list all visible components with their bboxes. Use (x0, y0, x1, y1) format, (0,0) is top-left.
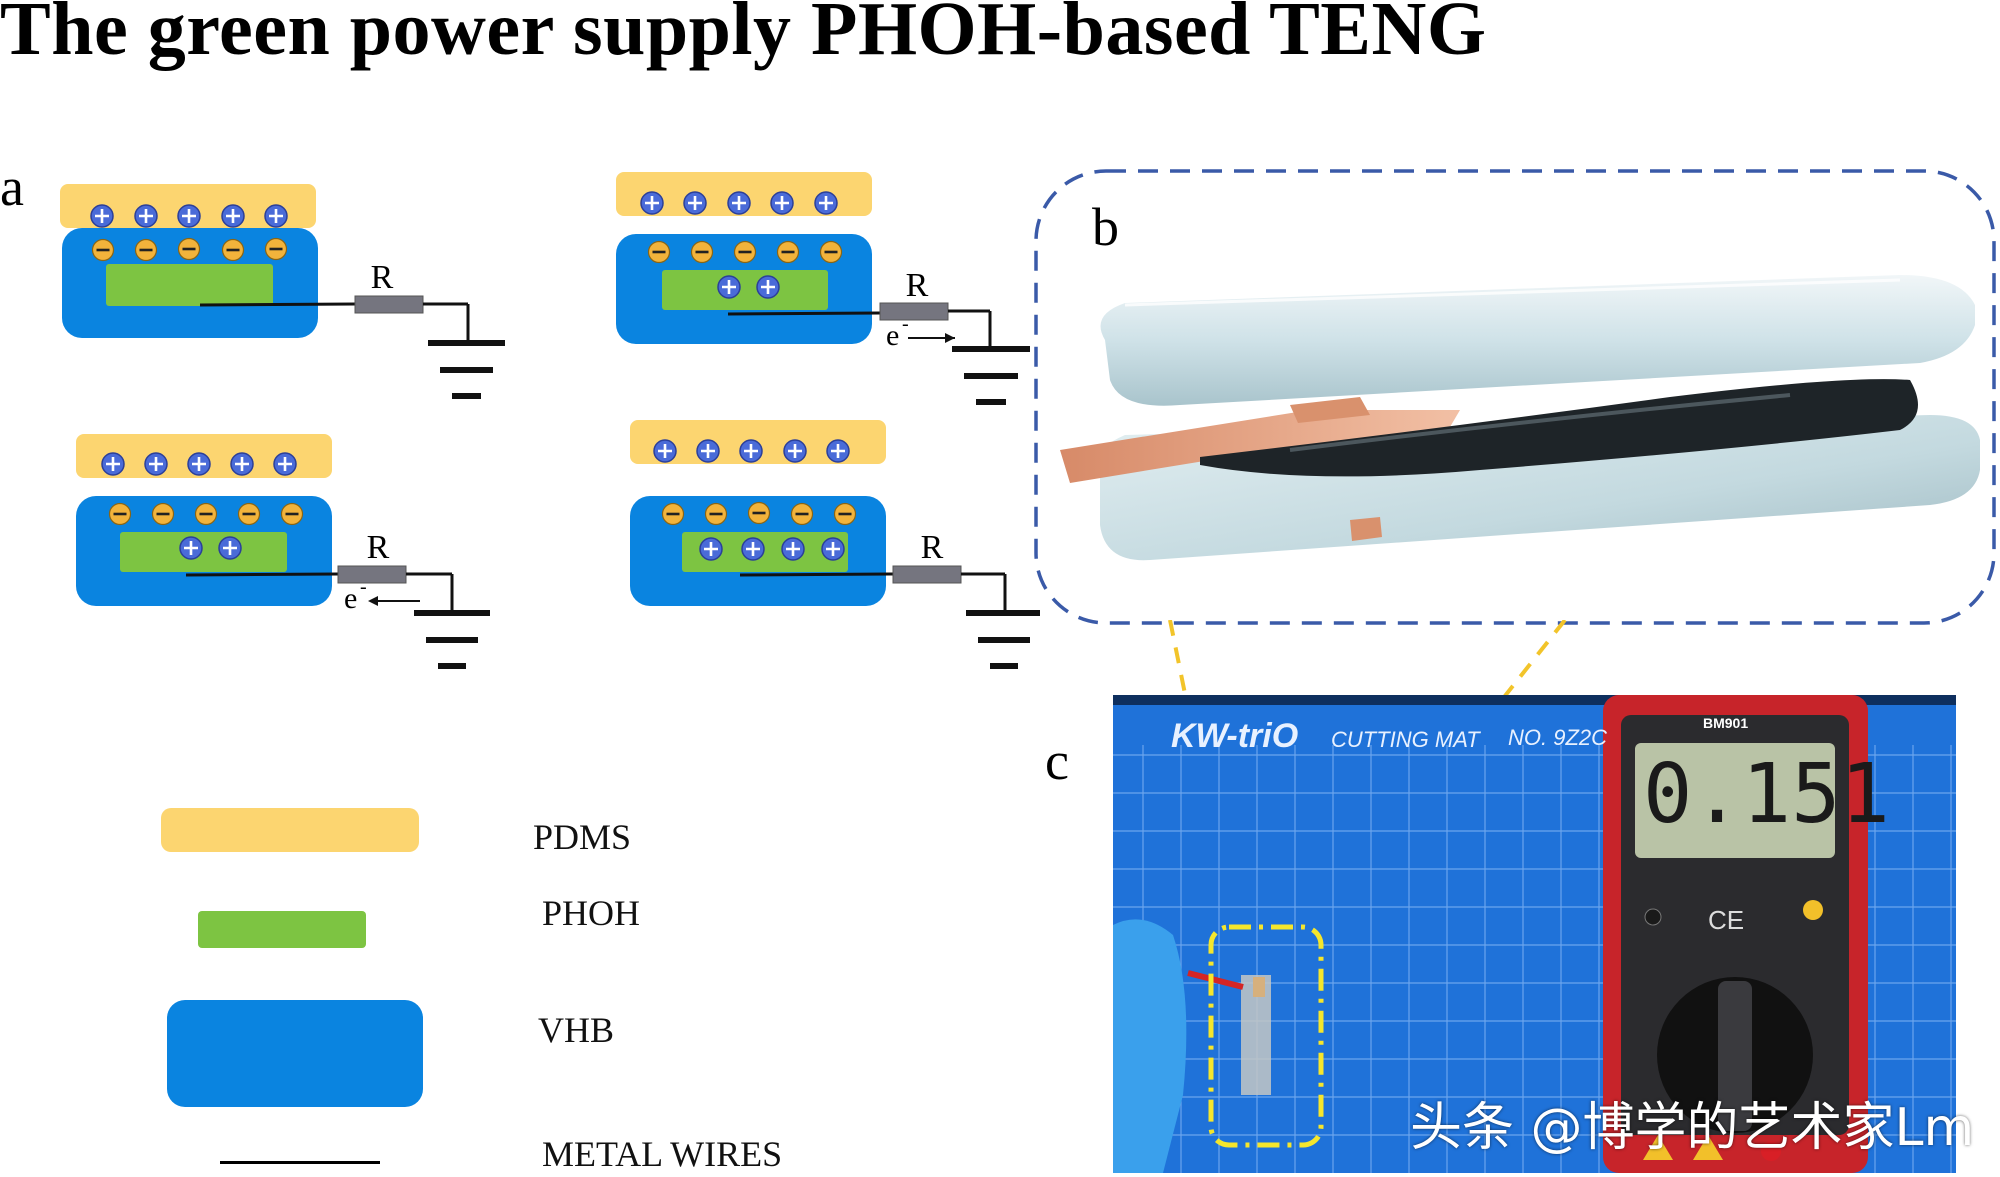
svg-text:e: e (886, 319, 899, 352)
panel-label-b: b (1092, 197, 1119, 257)
multimeter-reading: 0.151 (1643, 747, 1890, 842)
resistor (354, 295, 424, 314)
watermark: 头条 @博学的艺术家Lm (1410, 1098, 1975, 1158)
cutting-mat-grid (1113, 695, 1956, 1173)
panel-label-a: a (0, 157, 24, 217)
teng-state-4: R (630, 420, 1040, 669)
legend-swatch-phoh (198, 911, 366, 948)
resistor-label: R (371, 259, 394, 296)
teng-schematic: R R e - R e - (60, 172, 1040, 669)
measurement-photo: KW-triO CUTTING MAT NO. 9Z2C BM901 0.151… (1113, 695, 1956, 1173)
legend-label-metal-wires: METAL WIRES (542, 1134, 783, 1174)
legend-label-vhb: VHB (538, 1010, 615, 1050)
teng-state-2: R e - (616, 172, 1030, 405)
figure-title: The green power supply PHOH-based TENG (0, 0, 1487, 71)
svg-text:-: - (360, 576, 367, 598)
legend-swatch-metal-wires (220, 1161, 380, 1164)
multimeter (1603, 695, 1868, 1173)
zoom-frame (1034, 169, 1996, 625)
svg-text:e: e (344, 582, 357, 615)
legend-swatch-pdms (161, 808, 419, 852)
phoh-layer (106, 264, 273, 306)
teng-state-3: R e - (76, 434, 490, 669)
mat-number: NO. 9Z2C (1508, 725, 1608, 750)
device-photo (1034, 169, 1996, 625)
svg-text:R: R (367, 529, 390, 566)
teng-state-1: R (60, 184, 505, 399)
mat-brand: KW-triO (1171, 717, 1299, 755)
multimeter-model: BM901 (1703, 715, 1749, 731)
svg-text:R: R (921, 529, 944, 566)
svg-text:R: R (906, 267, 929, 304)
panel-label-c: c (1045, 731, 1069, 791)
mat-text: CUTTING MAT (1331, 727, 1480, 752)
ce-mark: CE (1708, 905, 1745, 935)
svg-text:-: - (902, 313, 909, 335)
legend-label-pdms: PDMS (533, 817, 632, 857)
legend-label-phoh: PHOH (542, 893, 641, 933)
legend-swatch-vhb (167, 1000, 423, 1107)
